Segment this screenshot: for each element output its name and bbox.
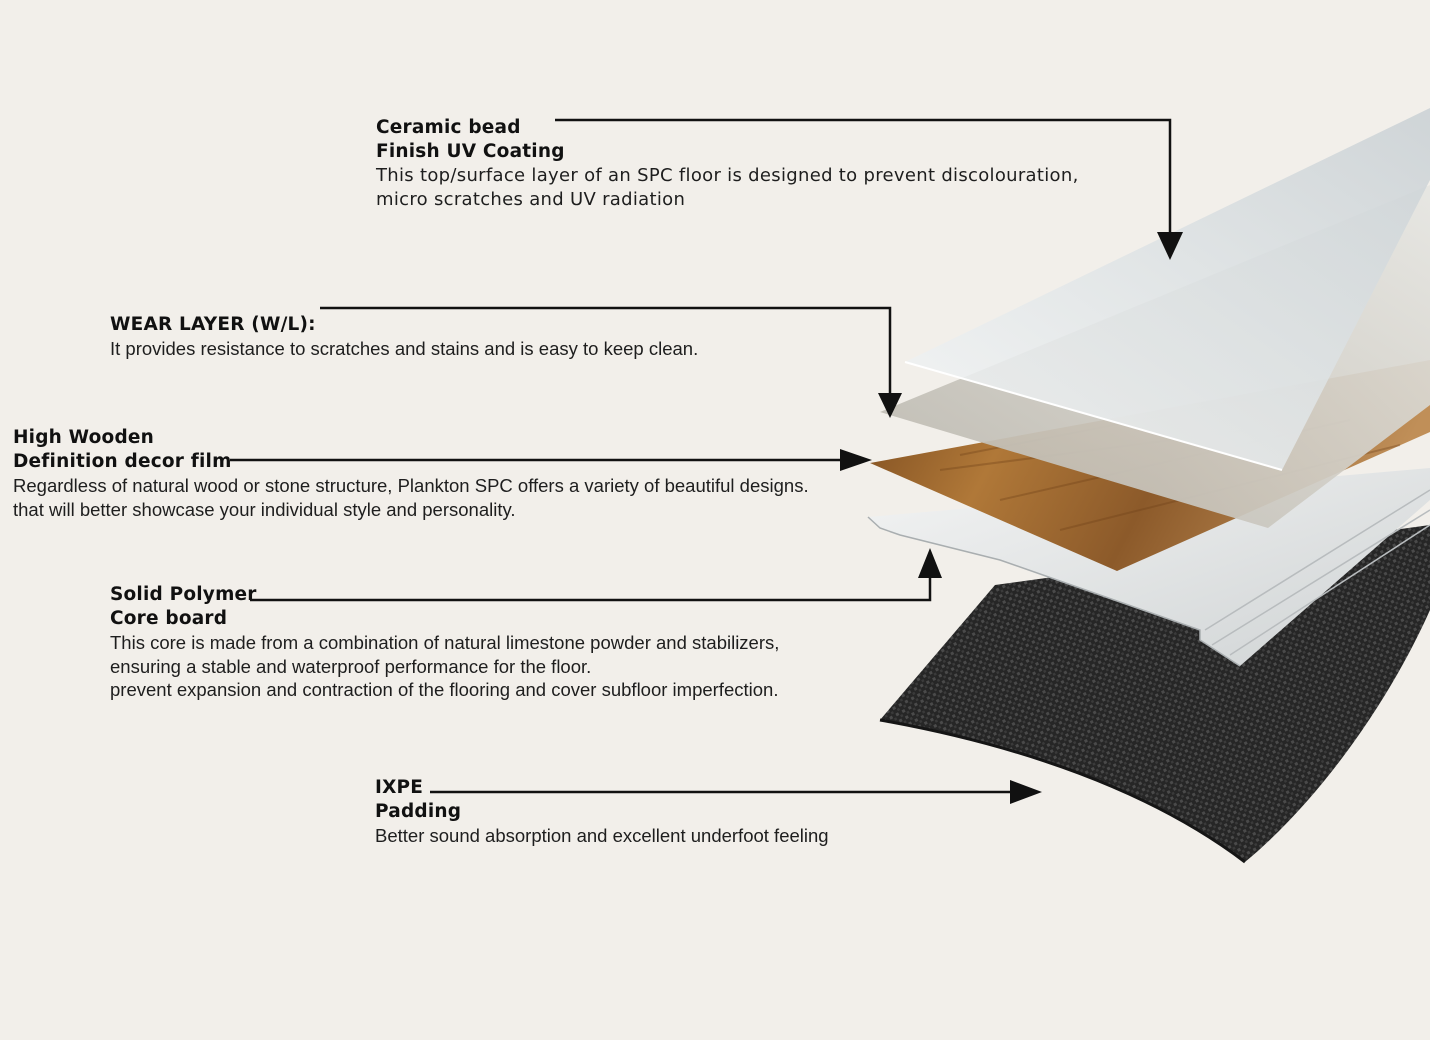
decor-title-line1: High Wooden [13, 426, 809, 450]
ceramic-label: Ceramic bead Finish UV Coating This top/… [376, 116, 1079, 212]
ixpe-title-line2: Padding [375, 800, 829, 824]
ixpe-desc-line1: Better sound absorption and excellent un… [375, 824, 829, 848]
ixpe-title-line1: IXPE [375, 776, 829, 800]
ceramic-desc-line1: This top/surface layer of an SPC floor i… [376, 164, 1079, 188]
ceramic-title-line1: Ceramic bead [376, 116, 1079, 140]
ceramic-title-line2: Finish UV Coating [376, 140, 1079, 164]
wear-label: WEAR LAYER (W/L): It provides resistance… [110, 313, 698, 361]
decor-label: High Wooden Definition decor film Regard… [13, 426, 809, 521]
ixpe-label: IXPE Padding Better sound absorption and… [375, 776, 829, 848]
decor-title-line2: Definition decor film [13, 450, 809, 474]
ceramic-desc-line2: micro scratches and UV radiation [376, 188, 1079, 212]
core-title-line1: Solid Polymer [110, 583, 779, 607]
core-arrowhead-icon [918, 548, 942, 578]
wear-desc-line1: It provides resistance to scratches and … [110, 337, 698, 361]
core-desc-line3: prevent expansion and contraction of the… [110, 678, 779, 702]
decor-desc-line1: Regardless of natural wood or stone stru… [13, 474, 809, 498]
core-title-line2: Core board [110, 607, 779, 631]
core-desc-line1: This core is made from a combination of … [110, 631, 779, 655]
core-label: Solid Polymer Core board This core is ma… [110, 583, 779, 702]
core-desc-line2: ensuring a stable and waterproof perform… [110, 655, 779, 679]
wear-title: WEAR LAYER (W/L): [110, 313, 698, 337]
decor-desc-line2: that will better showcase your individua… [13, 498, 809, 522]
ixpe-arrowhead-icon [1010, 780, 1042, 804]
decor-arrowhead-icon [840, 449, 872, 471]
